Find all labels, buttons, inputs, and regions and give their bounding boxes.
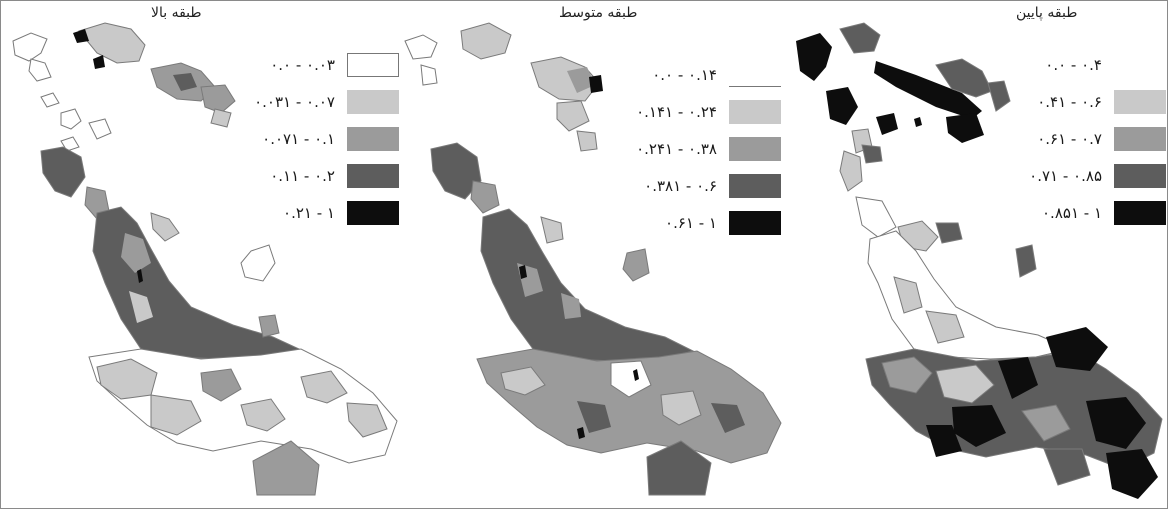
map-high bbox=[12, 22, 398, 496]
legend-label: ۰.۶۱ - ۱ bbox=[665, 214, 717, 232]
legend-mid: ۰.۰ - ۰.۱۴ ۰.۱۴۱ - ۰.۲۴ ۰.۲۴۱ - ۰.۳۸ ۰.۳… bbox=[611, 63, 781, 243]
legend-row: ۰.۳۸۱ - ۰.۶ bbox=[611, 174, 781, 200]
legend-label: ۰.۷۱ - ۰.۸۵ bbox=[1029, 167, 1102, 185]
map-mid bbox=[404, 22, 782, 496]
map-panel-low: طبقه پایین ۰.۰ - ۰.۴ ۰.۴۱ - ۰.۶ ۰.۶۱ - ۰… bbox=[786, 1, 1167, 508]
legend-swatch bbox=[729, 211, 781, 235]
legend-swatch bbox=[347, 53, 399, 77]
legend-label: ۰.۰ - ۰.۰۳ bbox=[270, 56, 335, 74]
map-panel-high: طبقه بالا ۰.۰ - ۰.۰۳ ۰.۰۳۱ - ۰.۰۷ ۰.۰۷۱ … bbox=[1, 1, 401, 508]
legend-row: ۰.۸۵۱ - ۱ bbox=[996, 201, 1166, 227]
legend-label: ۰.۳۸۱ - ۰.۶ bbox=[644, 177, 717, 195]
legend-row: ۰.۰ - ۰.۴ bbox=[996, 53, 1166, 79]
legend-row: ۰.۶۱ - ۰.۷ bbox=[996, 127, 1166, 153]
legend-swatch bbox=[1114, 53, 1166, 77]
legend-swatch bbox=[347, 127, 399, 151]
legend-label: ۰.۸۵۱ - ۱ bbox=[1042, 204, 1102, 222]
legend-swatch bbox=[729, 63, 781, 87]
legend-swatch bbox=[729, 137, 781, 161]
legend-swatch bbox=[1114, 90, 1166, 114]
legend-swatch bbox=[729, 174, 781, 198]
legend-row: ۰.۱۴۱ - ۰.۲۴ bbox=[611, 100, 781, 126]
legend-label: ۰.۲۱ - ۱ bbox=[283, 204, 335, 222]
panel-title-high: طبقه بالا bbox=[151, 5, 202, 21]
map-low bbox=[796, 22, 1163, 499]
legend-row: ۰.۰ - ۰.۱۴ bbox=[611, 63, 781, 89]
legend-swatch bbox=[347, 90, 399, 114]
legend-label: ۰.۰ - ۰.۱۴ bbox=[652, 66, 717, 84]
legend-row: ۰.۱۱ - ۰.۲ bbox=[229, 164, 399, 190]
panel-title-low: طبقه پایین bbox=[1016, 5, 1078, 21]
legend-label: ۰.۴۱ - ۰.۶ bbox=[1037, 93, 1102, 111]
legend-swatch bbox=[347, 164, 399, 188]
legend-label: ۰.۰۷۱ - ۰.۱ bbox=[262, 130, 335, 148]
legend-row: ۰.۷۱ - ۰.۸۵ bbox=[996, 164, 1166, 190]
legend-label: ۰.۶۱ - ۰.۷ bbox=[1037, 130, 1102, 148]
legend-label: ۰.۰۳۱ - ۰.۰۷ bbox=[254, 93, 335, 111]
legend-row: ۰.۰۷۱ - ۰.۱ bbox=[229, 127, 399, 153]
legend-row: ۰.۲۴۱ - ۰.۳۸ bbox=[611, 137, 781, 163]
legend-swatch bbox=[1114, 201, 1166, 225]
legend-swatch bbox=[729, 100, 781, 124]
legend-row: ۰.۰۳۱ - ۰.۰۷ bbox=[229, 90, 399, 116]
legend-swatch bbox=[1114, 164, 1166, 188]
legend-row: ۰.۰ - ۰.۰۳ bbox=[229, 53, 399, 79]
legend-label: ۰.۱۱ - ۰.۲ bbox=[270, 167, 335, 185]
legend-swatch bbox=[1114, 127, 1166, 151]
legend-swatch bbox=[347, 201, 399, 225]
panel-title-mid: طبقه متوسط bbox=[559, 5, 638, 21]
legend-label: ۰.۱۴۱ - ۰.۲۴ bbox=[636, 103, 717, 121]
legend-label: ۰.۲۴۱ - ۰.۳۸ bbox=[636, 140, 717, 158]
legend-row: ۰.۲۱ - ۱ bbox=[229, 201, 399, 227]
legend-high: ۰.۰ - ۰.۰۳ ۰.۰۳۱ - ۰.۰۷ ۰.۰۷۱ - ۰.۱ ۰.۱۱… bbox=[229, 53, 399, 233]
legend-row: ۰.۶۱ - ۱ bbox=[611, 211, 781, 237]
legend-low: ۰.۰ - ۰.۴ ۰.۴۱ - ۰.۶ ۰.۶۱ - ۰.۷ ۰.۷۱ - ۰… bbox=[996, 53, 1166, 233]
map-panel-mid: طبقه متوسط ۰.۰ - ۰.۱۴ ۰.۱۴۱ - ۰.۲۴ ۰.۲۴۱… bbox=[401, 1, 786, 508]
legend-row: ۰.۴۱ - ۰.۶ bbox=[996, 90, 1166, 116]
legend-label: ۰.۰ - ۰.۴ bbox=[1045, 56, 1102, 74]
